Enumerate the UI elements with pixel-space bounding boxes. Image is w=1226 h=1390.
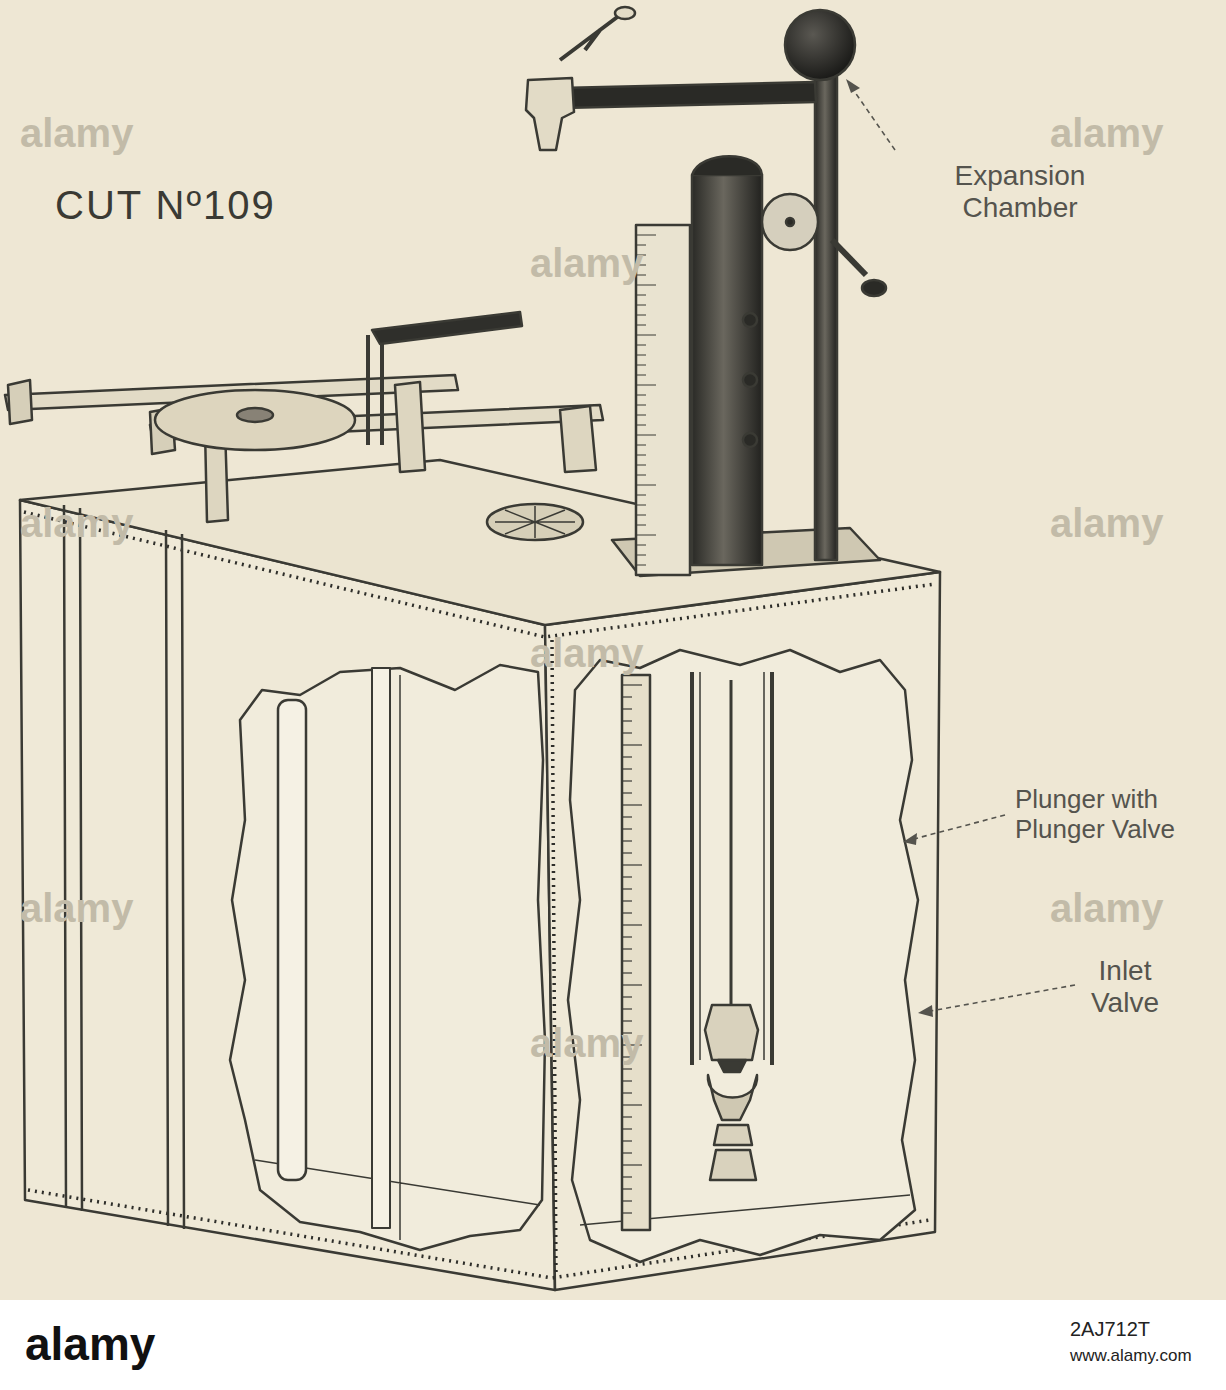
website: www.alamy.com <box>1070 1346 1220 1366</box>
watermark: alamy <box>530 1020 690 1066</box>
watermark: alamy <box>530 240 690 286</box>
image-id: 2AJ712T <box>1070 1318 1220 1341</box>
part-label: Plunger with Plunger Valve <box>1015 785 1195 845</box>
watermark: alamy <box>1050 110 1210 156</box>
watermark: alamy <box>1050 885 1210 931</box>
part-label: Expansion Chamber <box>930 160 1110 224</box>
watermark: alamy <box>20 110 180 156</box>
figure-title: CUT Nº109 <box>55 182 276 228</box>
logo: alamy <box>25 1318 225 1371</box>
part-label: Inlet Valve <box>1070 955 1180 1019</box>
watermark: alamy <box>1050 500 1210 546</box>
watermark: alamy <box>20 885 180 931</box>
watermark: alamy <box>530 630 690 676</box>
watermark: alamy <box>20 500 180 546</box>
